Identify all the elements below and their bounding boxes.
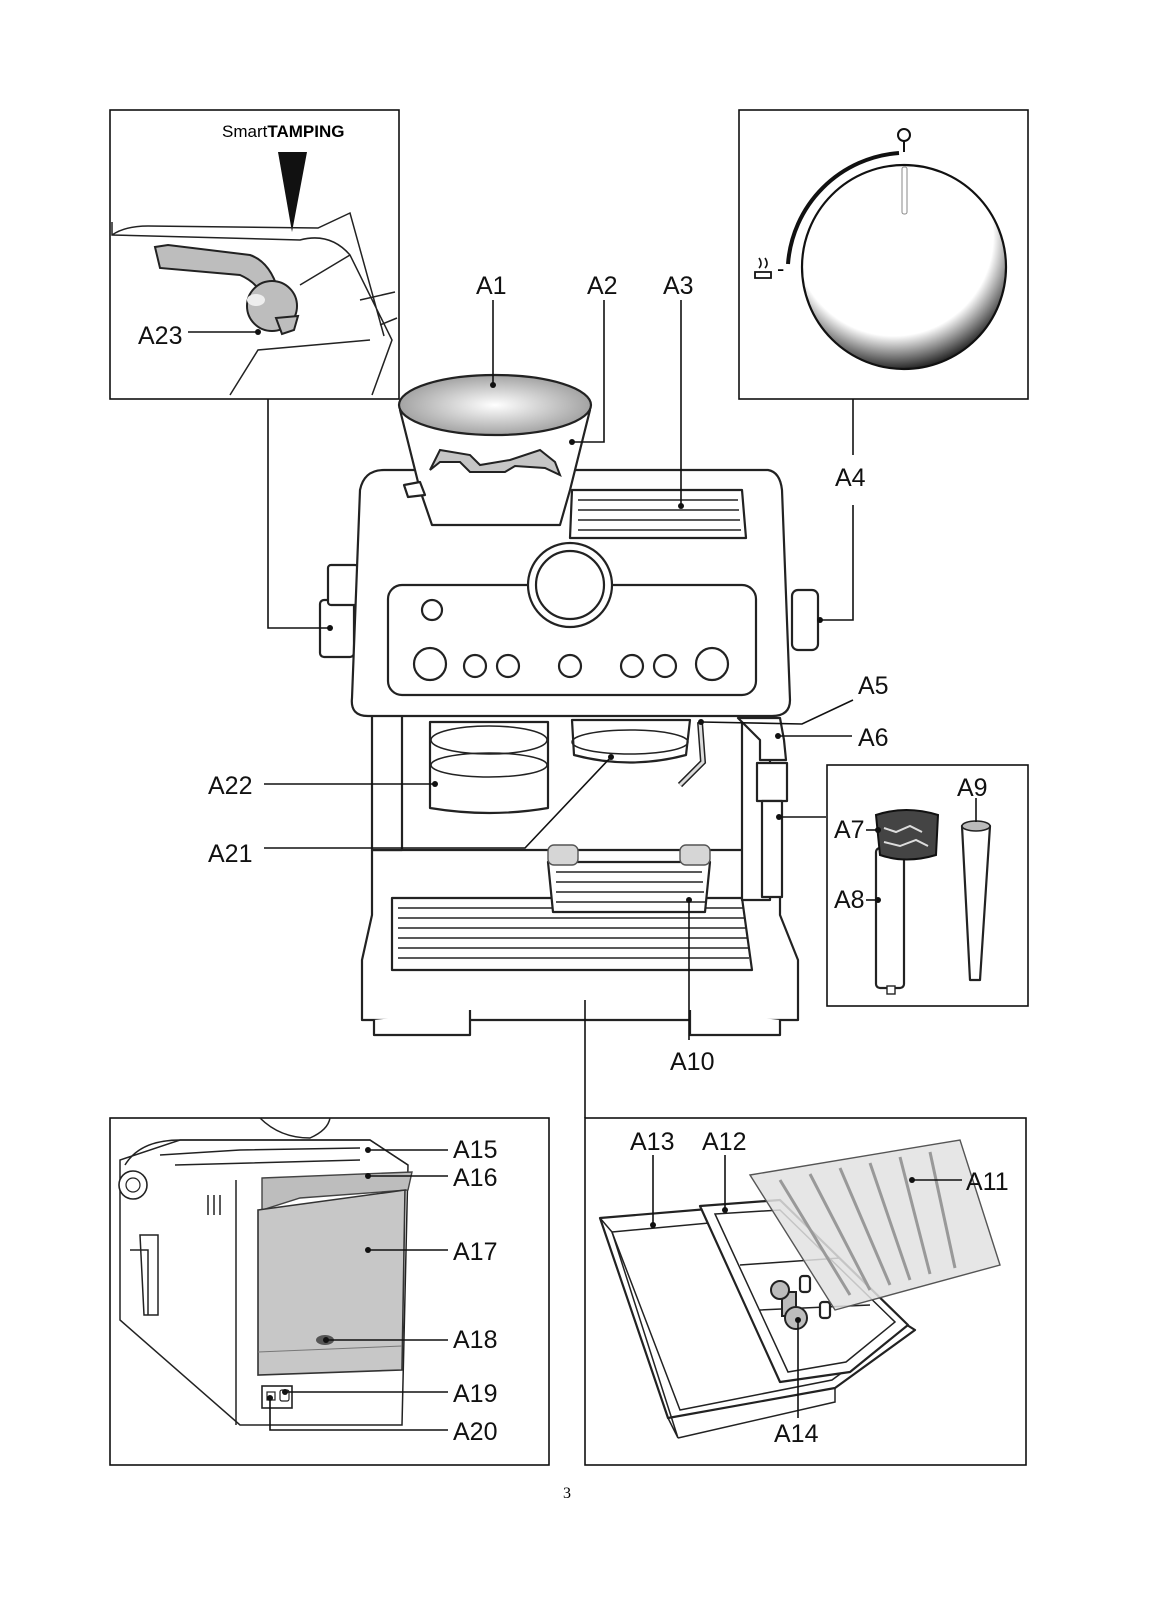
tamping-inset: SmartTAMPING A23 [109,109,400,400]
page-number: 3 [563,1485,571,1502]
cup-grid [546,860,712,914]
tamping-inset-frame [109,109,400,400]
steam-icon [754,257,772,279]
water-tank-lid [261,1171,413,1211]
tamping-arrow-icon [278,152,307,232]
zero-mark [897,128,911,142]
label-a23: A23 [138,322,182,350]
label-a6: A6 [858,724,889,752]
label-a18: A18 [453,1326,497,1354]
water-filter-inset-frame [826,764,1029,1007]
filter-date-indicator [874,809,940,861]
cup-warmer [568,488,748,540]
drip-tray-inset-frame [584,1117,1027,1466]
label-a11: A11 [966,1168,1009,1196]
grinder-doser [428,720,550,815]
label-a2: A2 [587,272,618,300]
smart-tamping-title: SmartTAMPING [222,122,344,141]
label-a9: A9 [957,774,988,802]
label-a17: A17 [453,1238,497,1266]
hopper-lid [397,373,593,437]
label-a15: A15 [453,1136,497,1164]
label-a8: A8 [834,886,865,914]
label-a12: A12 [702,1128,746,1156]
steam-arc [786,151,900,265]
label-a10: A10 [670,1048,714,1076]
label-a13: A13 [630,1128,674,1156]
label-a20: A20 [453,1418,497,1446]
water-tank-inset: A15 A16 A17 A18 A19 A20 [109,1117,550,1466]
label-a22: A22 [208,772,252,800]
steam-knob-inset-frame [738,109,1029,400]
group-head [570,718,692,764]
filter-wand [960,824,992,982]
steam-knob [800,163,1008,371]
water-filter-cartridge [874,846,906,990]
label-a5: A5 [858,672,889,700]
drip-tray-inset: A13 A12 A11 A14 [584,1117,1027,1466]
label-a19: A19 [453,1380,497,1408]
label-a21: A21 [208,840,252,868]
label-a1: A1 [476,272,507,300]
espresso-machine [318,373,820,1037]
label-a4: A4 [835,464,866,492]
label-a7: A7 [834,816,865,844]
water-tank [257,1189,406,1376]
water-filter-inset: A9 A7 A8 [826,764,1029,1007]
steam-knob-inset: - [738,109,1029,400]
minus-mark: - [777,256,784,281]
label-a3: A3 [663,272,694,300]
label-a16: A16 [453,1164,497,1192]
main-leaders [264,300,854,1118]
label-a14: A14 [774,1420,819,1448]
